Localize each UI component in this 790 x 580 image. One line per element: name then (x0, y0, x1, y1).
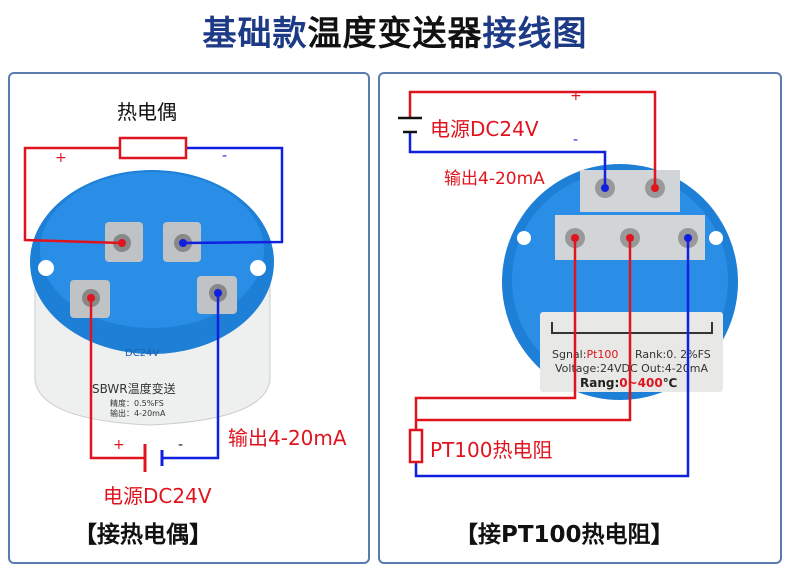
device-accuracy-text: 精度：0.5%FS (110, 398, 164, 408)
power-label: 电源DC24V (430, 117, 539, 141)
minus-sign: - (222, 148, 228, 164)
pt100-caption: 【接PT100热电阻】 (455, 522, 674, 548)
device-model-text: SBWR温度变送 (92, 381, 176, 396)
label-rank: Rank:0. 2%FS (635, 348, 711, 361)
pt100-resistor-symbol (408, 428, 424, 464)
label-signal: Sgnal:Pt100 (552, 348, 618, 361)
thermocouple-wires (23, 136, 284, 472)
power-label: 电源DC24V (103, 484, 212, 508)
pt100-panel (378, 72, 782, 564)
plus-sign: + (570, 88, 582, 104)
thermocouple-label: 热电偶 (117, 100, 177, 124)
minus-sign: - (573, 132, 579, 148)
plus-sign: + (55, 150, 67, 166)
battery-plus-sign: + (113, 437, 125, 453)
device-dc-text: DC24V (125, 348, 159, 359)
thermocouple-transmitter: DC24V SBWR温度变送 精度：0.5%FS 输出：4-20mA (30, 170, 274, 426)
thermocouple-symbol (118, 136, 188, 160)
pt100-label: PT100热电阻 (430, 438, 553, 462)
thermocouple-panel (8, 72, 370, 564)
battery-minus-sign: - (178, 437, 184, 453)
output-label: 输出4-20mA (228, 426, 347, 450)
pt100-transmitter: Sgnal:Pt100 Rank:0. 2%FS Voltage:24VDC O… (502, 164, 738, 400)
title-part2: 温度变送器 (307, 14, 483, 54)
label-range: Rang:0~400℃ (580, 376, 677, 390)
pt100-wires (398, 90, 690, 478)
title-part1: 基础款 (202, 14, 308, 54)
title-part3: 接线图 (482, 14, 588, 54)
page-title: 基础款温度变送器接线图 (0, 6, 790, 55)
output-label: 输出4-20mA (444, 169, 545, 189)
device-output-text: 输出：4-20mA (110, 408, 166, 418)
thermocouple-caption: 【接热电偶】 (74, 522, 212, 548)
label-voltage: Voltage:24VDC Out:4-20mA (555, 362, 708, 375)
